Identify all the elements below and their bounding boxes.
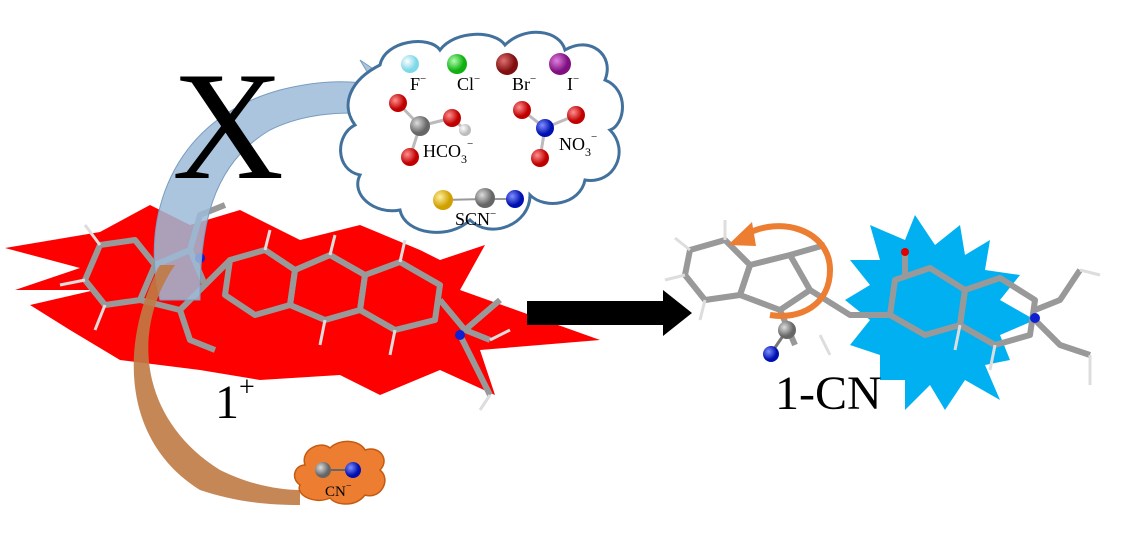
- bromine-atom: [496, 53, 518, 75]
- cyanide-binding-arrow: [133, 265, 300, 505]
- probe-amine-nitrogen-atom: [455, 330, 465, 340]
- iodine-atom: [549, 53, 571, 75]
- thiocyanate-model: [433, 188, 524, 210]
- anion-br-label: Br−: [512, 73, 536, 94]
- reaction-arrow: [527, 290, 692, 336]
- excluded-mark: X: [172, 40, 284, 212]
- cyanide-carbon-atom: [315, 462, 331, 478]
- fluorine-atom: [401, 55, 419, 73]
- product-amine-nitrogen-atom: [1030, 313, 1040, 323]
- rotation-arrowhead-icon: [728, 222, 756, 246]
- anion-f-label: F−: [410, 73, 426, 94]
- probe-highlight-star: [5, 205, 600, 395]
- nitrate-model: [513, 101, 585, 167]
- interfering-anions-cloud: [339, 30, 624, 234]
- anion-no3-label: NO3−: [559, 131, 597, 159]
- cyanide-cloud: [293, 440, 386, 505]
- anion-scn-label: SCN−: [455, 208, 496, 229]
- product-highlight-star: [845, 215, 1035, 410]
- product-cyano-carbon-atom: [778, 321, 796, 339]
- rotation-arrow: [743, 223, 834, 319]
- cyanide-nitrogen-atom: [345, 462, 361, 478]
- chlorine-atom: [447, 54, 467, 74]
- probe-label: 1+: [215, 372, 255, 429]
- bicarbonate-model: [389, 94, 471, 166]
- product-label: 1-CN: [775, 367, 882, 420]
- product-oxygen-atom: [901, 248, 909, 256]
- anion-cn-label: CN−: [325, 481, 352, 500]
- anion-hco3-label: HCO3−: [423, 138, 473, 166]
- anion-cl-label: Cl−: [457, 73, 480, 94]
- product-cyano-nitrogen-atom: [763, 346, 779, 362]
- anion-i-label: I−: [567, 73, 579, 94]
